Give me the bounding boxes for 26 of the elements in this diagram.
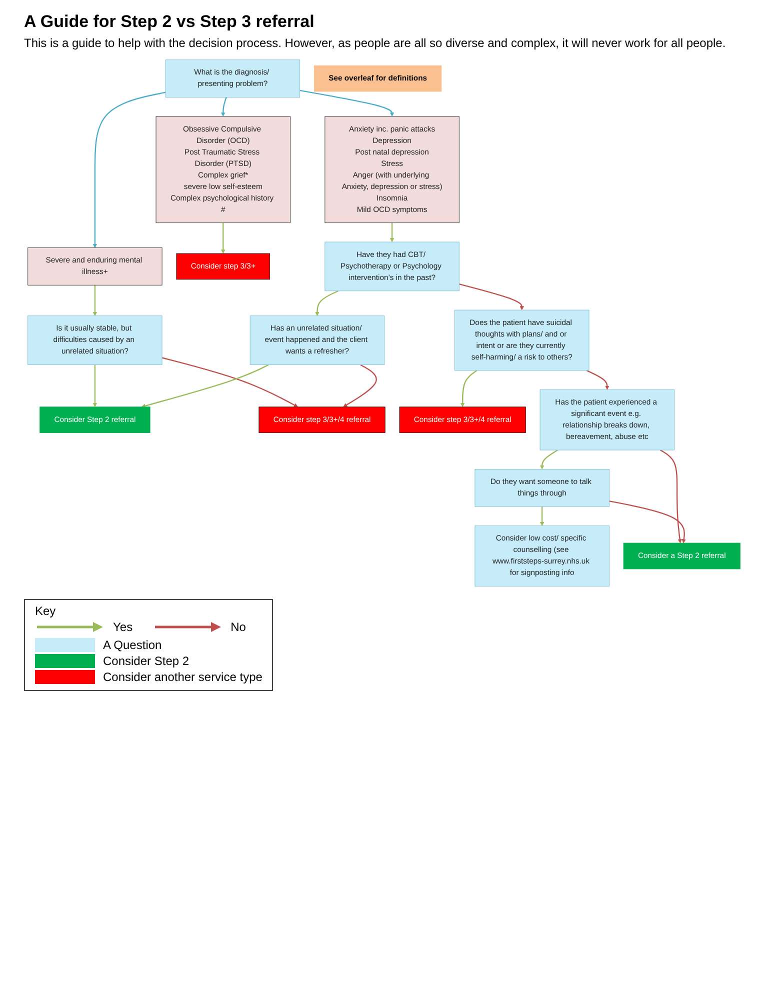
arrow	[586, 370, 610, 390]
legend-label: A Question	[103, 638, 162, 652]
arrow	[609, 500, 686, 544]
arrow	[459, 283, 524, 310]
arrow	[162, 357, 298, 408]
arrow	[343, 364, 377, 408]
legend-label: No	[230, 620, 246, 634]
arrow	[141, 364, 269, 408]
arrow	[540, 450, 558, 470]
arrow	[315, 290, 339, 316]
arrow	[92, 285, 98, 316]
legend-label: Consider another service type	[103, 670, 262, 684]
arrow	[390, 222, 394, 242]
arrow	[92, 92, 166, 248]
arrow	[660, 450, 682, 544]
arrow	[92, 364, 98, 408]
arrow	[221, 97, 227, 117]
arrow	[300, 90, 394, 117]
arrow	[460, 370, 478, 408]
intro-text: This is a guide to help with the decision process. However, as people are all so diverse and complex, it will never work for all people.	[24, 36, 727, 50]
legend-label: Yes	[113, 620, 133, 634]
key-heading: Key	[35, 604, 57, 618]
title: A Guide for Step 2 vs Step 3 referral	[24, 12, 316, 32]
arrow	[540, 506, 544, 526]
arrow	[221, 222, 226, 254]
legend-label: Consider Step 2	[103, 654, 190, 668]
